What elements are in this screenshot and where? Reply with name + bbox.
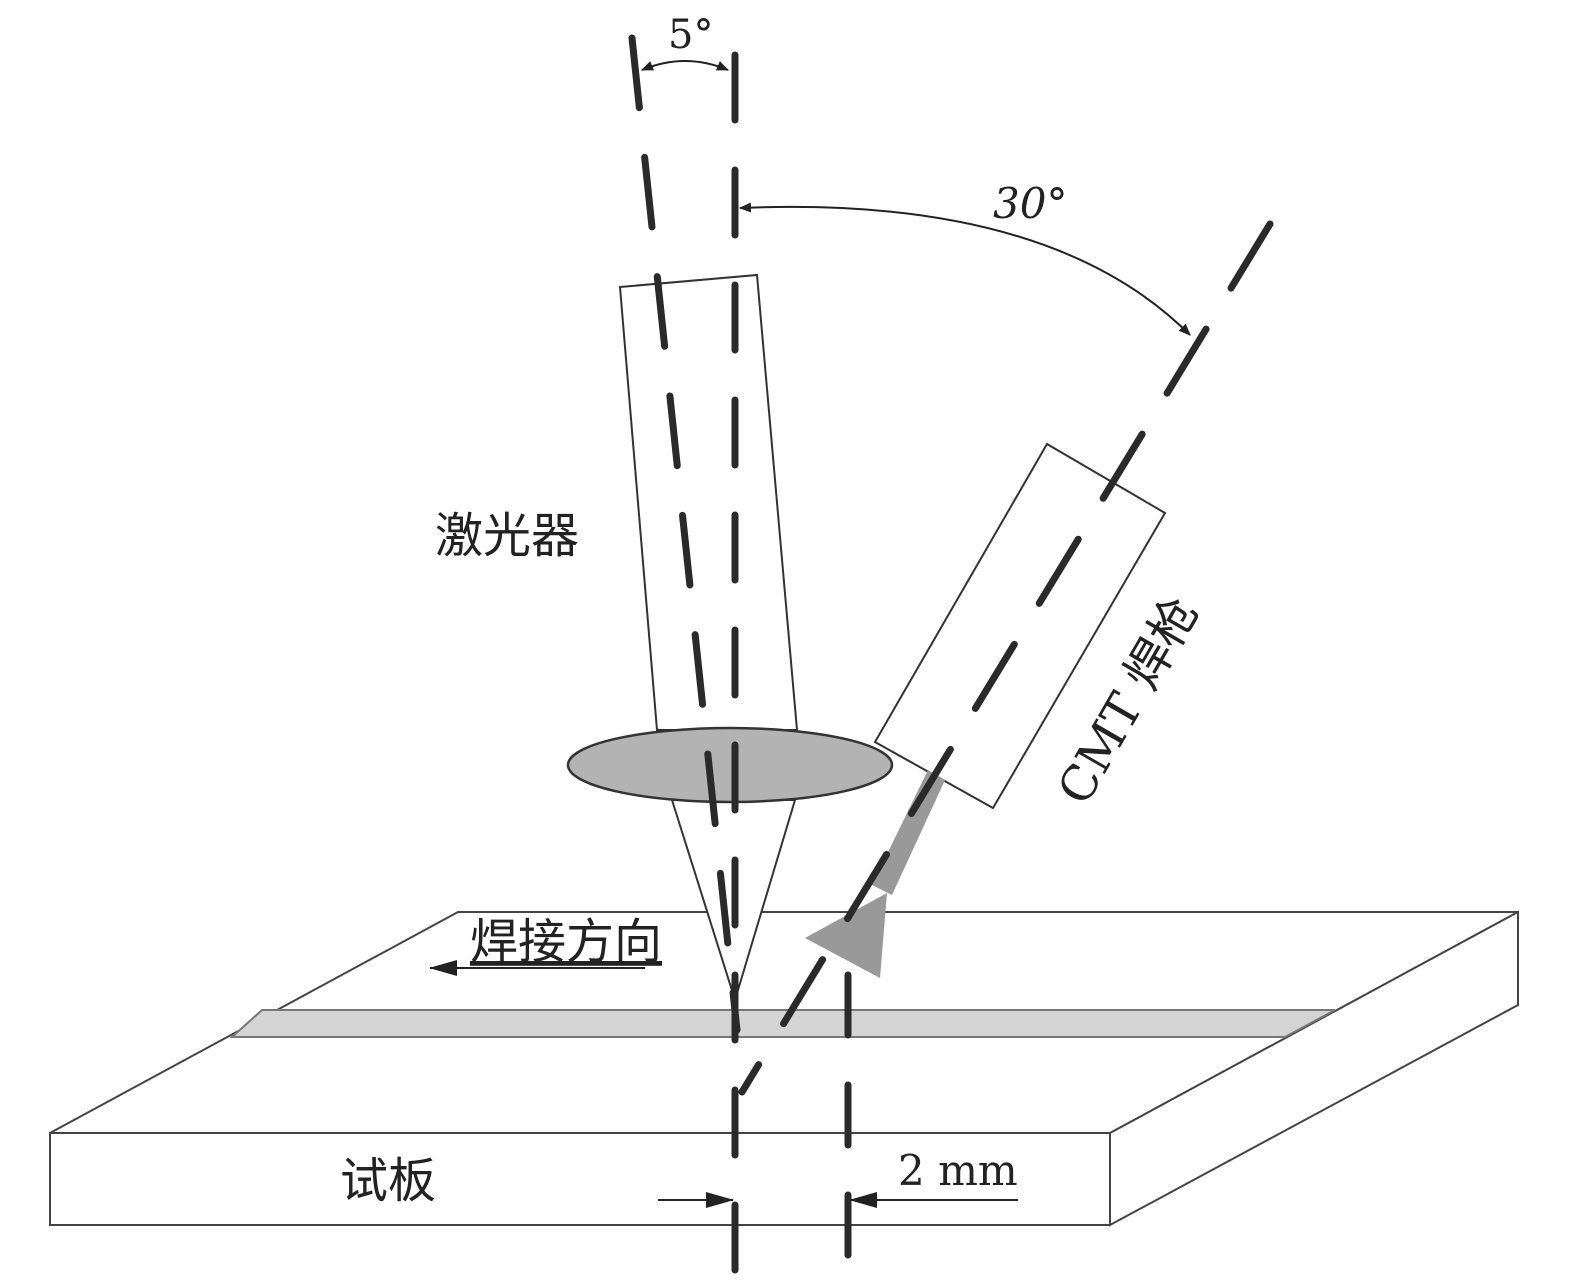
plate-front-face <box>49 1132 1111 1226</box>
laser-tilted-axis <box>628 34 741 1034</box>
cmt-torch-body <box>873 442 1167 810</box>
angle-5-arc <box>641 60 729 71</box>
welding-direction-label: 焊接方向 <box>470 914 662 970</box>
wire-feed-arrowhead-icon <box>805 893 887 978</box>
test-plate <box>49 910 1519 1227</box>
wire-feed-shaft <box>872 770 945 895</box>
test-plate-label: 试板 <box>340 1153 436 1209</box>
focusing-lens <box>566 726 894 804</box>
angle-30-arc <box>739 202 1191 336</box>
laser-label: 激光器 <box>435 508 579 564</box>
laser-head-body <box>618 273 799 731</box>
cmt-torch-axis <box>738 220 1274 1096</box>
angle-5-label: 5° <box>668 12 713 58</box>
angle-30-label: 30° <box>993 179 1067 228</box>
offset-label: 2 mm <box>898 1146 1018 1195</box>
